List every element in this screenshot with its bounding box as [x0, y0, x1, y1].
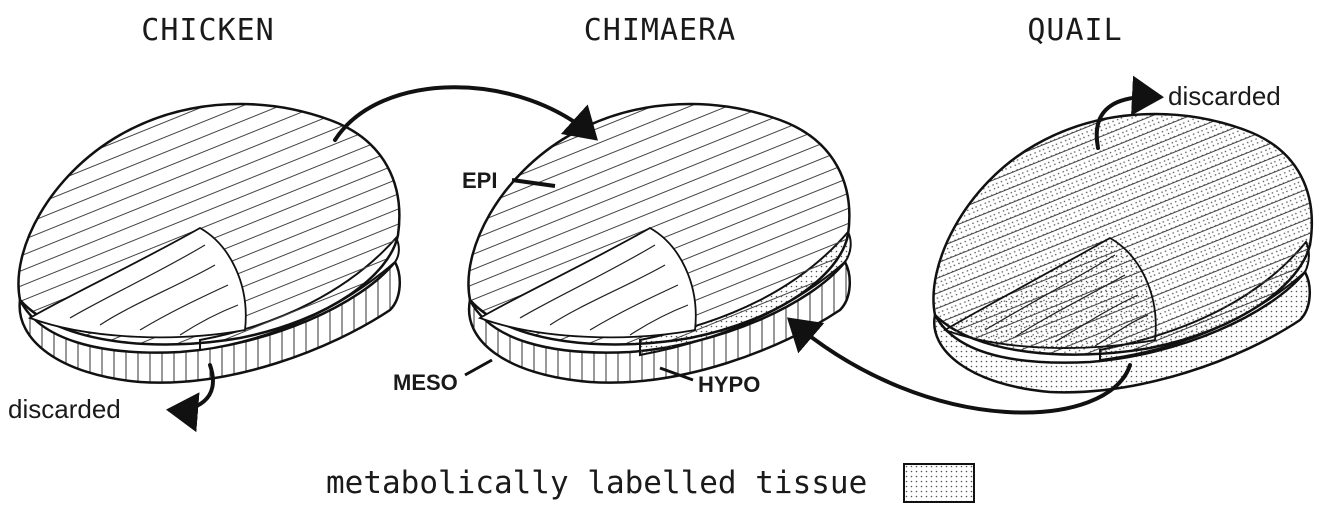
- label-meso: MESO: [393, 370, 458, 395]
- label-epi: EPI: [462, 168, 497, 193]
- title-chimaera: CHIMAERA: [584, 13, 737, 48]
- transfer-arrow-epi: [335, 87, 595, 140]
- title-chicken: CHICKEN: [141, 13, 274, 48]
- quail-embryo: [933, 114, 1311, 392]
- legend-text: metabolically labelled tissue: [326, 465, 867, 501]
- label-discarded-chicken: discarded: [8, 394, 121, 424]
- title-quail: QUAIL: [1027, 13, 1122, 48]
- label-discarded-quail: discarded: [1168, 81, 1281, 111]
- chimaera-embryo: [468, 104, 850, 383]
- legend-swatch-dotted: [904, 464, 974, 502]
- label-hypo: HYPO: [698, 372, 760, 397]
- chicken-embryo: [18, 104, 399, 383]
- meso-pointer: [465, 360, 492, 375]
